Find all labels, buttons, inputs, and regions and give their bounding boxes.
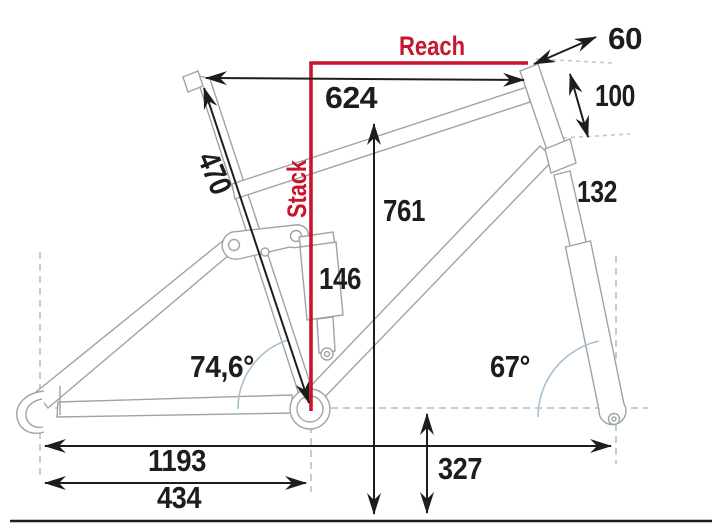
front-height-label: 761: [383, 193, 425, 228]
arrow-head-tube: [569, 73, 589, 138]
head-tube-length-label: 100: [595, 78, 635, 113]
head-tube: [519, 63, 567, 154]
shock-length-label: 146: [319, 261, 361, 296]
fork-crown: [544, 138, 577, 174]
fork-crown-length-label: 132: [577, 174, 617, 209]
head-top-dashed: [535, 58, 613, 64]
front-axle-center: [611, 416, 617, 422]
wheelbase-label: 1193: [148, 443, 206, 478]
arrow-seat-tube: [203, 87, 310, 404]
spacer-height-label: 60: [608, 21, 642, 56]
head-angle-label: 67°: [490, 349, 530, 384]
front-axle: [607, 412, 621, 426]
stack-reach-lines: [309, 61, 528, 411]
head-bottom-dashed: [562, 133, 631, 139]
shock-piston: [316, 316, 336, 354]
chainstay-tube: [56, 394, 294, 418]
upper-length-label: 624: [325, 80, 378, 115]
dimension-labels: Reach Stack 624 60 100 132 470 761 146 7…: [148, 21, 643, 515]
bb-height-label: 327: [438, 451, 482, 486]
dimension-arrows: [44, 36, 612, 515]
seatpost-clamp: [182, 70, 204, 93]
arrow-upper-length: [205, 71, 525, 87]
arrow-spacer: [533, 36, 597, 65]
chainstay-length-label: 434: [157, 480, 202, 515]
stack-label: Stack: [282, 159, 312, 218]
head-angle-arc: [537, 340, 600, 418]
reach-label: Reach: [399, 31, 465, 61]
frame-outline: [16, 63, 627, 434]
top-tube: [231, 86, 531, 200]
rear-dropout: [16, 390, 45, 434]
fork-lower-leg: [564, 240, 627, 426]
rocker-pivot-left: [227, 238, 241, 252]
shock-eyelet-center: [323, 350, 331, 358]
rear-dropout-inner: [25, 398, 44, 429]
rocker-pivot-mid: [260, 247, 270, 257]
shock-eyelet: [320, 347, 334, 361]
seat-angle-label: 74,6°: [190, 349, 254, 384]
